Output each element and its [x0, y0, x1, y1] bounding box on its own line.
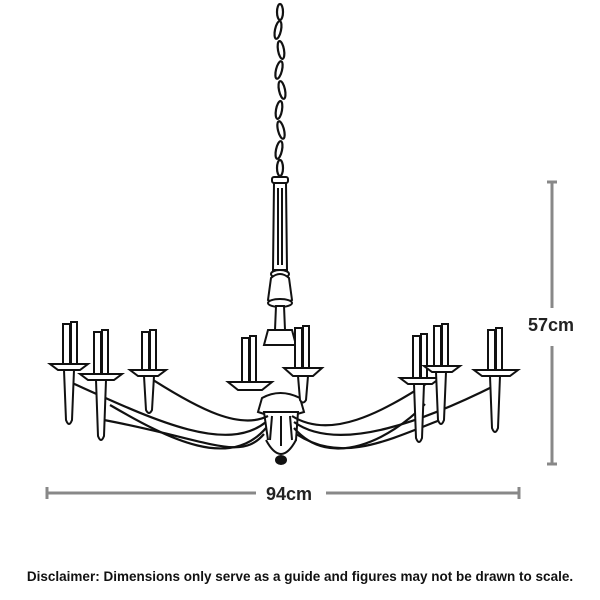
candle-center-right: [281, 325, 325, 404]
height-dimension-label: 57cm: [528, 315, 575, 335]
candle-center-left: [225, 335, 275, 391]
center-hub: [256, 392, 306, 465]
candle-right-1: [397, 333, 443, 443]
candle-right-3: [471, 327, 521, 433]
width-dimension-line: [45, 487, 521, 499]
candle-left-1: [47, 321, 91, 425]
center-stem: [262, 176, 298, 346]
candle-right-2: [421, 323, 463, 425]
chain: [273, 2, 287, 178]
height-dimension-line: [547, 180, 557, 466]
candle-left-2: [77, 329, 125, 441]
disclaimer-text: Disclaimer: Dimensions only serve as a g…: [26, 569, 574, 584]
candle-left-3: [127, 329, 169, 414]
width-dimension-label: 94cm: [262, 485, 317, 503]
